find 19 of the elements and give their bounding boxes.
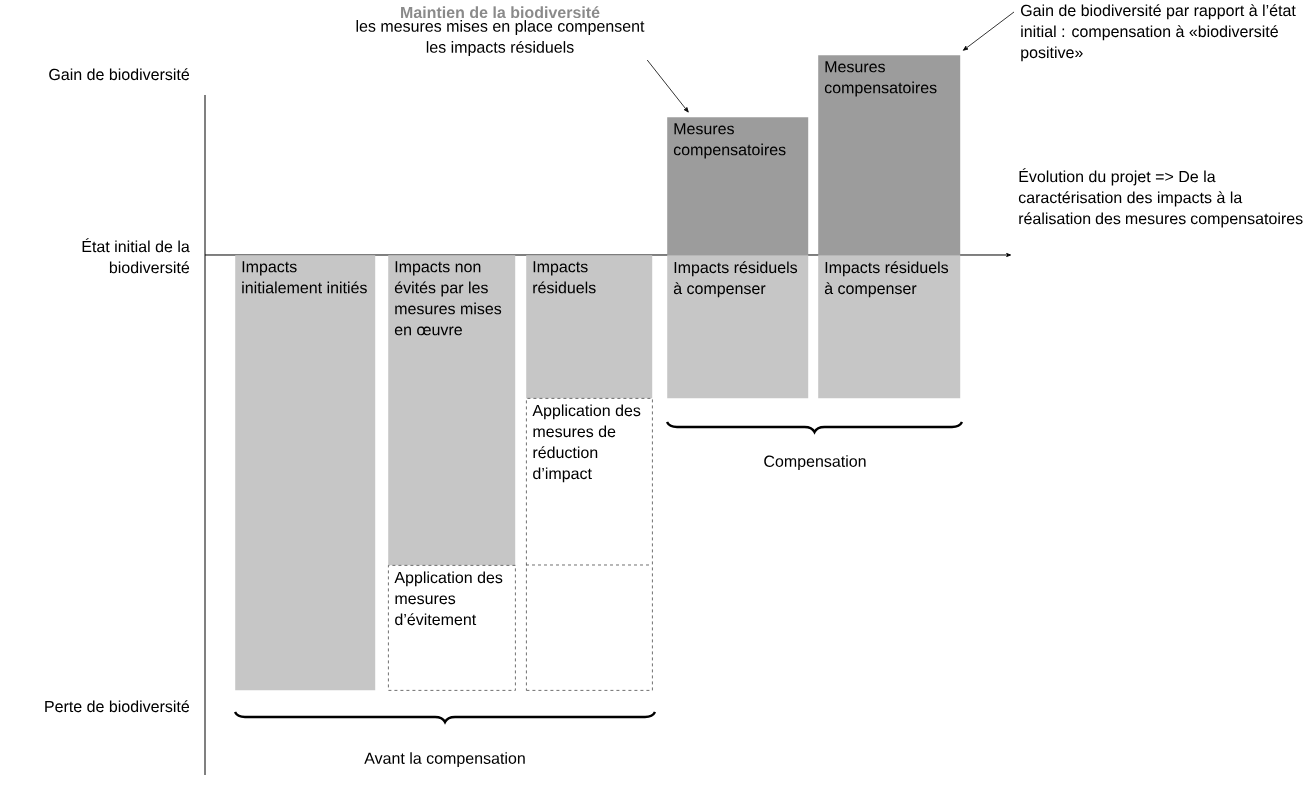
impact-bar: Impacts non évités par les mesures mises en œuvre [388,255,516,566]
axis-label: État initial de la biodiversité [82,238,190,274]
axis-label: Gain de biodiversité [49,68,190,81]
impact-bar: Impacts résiduels [526,255,653,399]
impact-bar: Impacts initialement initiés [235,255,376,691]
callout-text: Gain de biodiversité par rapport à l’état initial : compensation à «biodiversité positive» [1021,4,1296,62]
arrow [962,11,1015,51]
impact-bar: Impacts résiduels à compenser [818,255,961,399]
brace-label: Avant la compensation [364,752,525,768]
dashed-box: Application des mesures de réduction d’impact [526,398,653,691]
arrow [646,59,689,113]
axis-label: Perte de biodiversité [45,700,190,713]
impact-bar: Impacts résiduels à compenser [667,255,809,399]
brace-label: Compensation [764,455,866,471]
measure-bar: Mesures compensatoires [818,55,961,256]
axis-caption: Évolution du projet => De la caractérisation des impacts à la réalisation des mesures compensatoires [1018,168,1303,228]
measure-bar: Mesures compensatoires [667,117,809,256]
callout-text: Maintien de la biodiversité les mesures mises en place compensent les impacts résiduels [356,6,645,56]
dashed-box: Application des mesures d’évitement [388,565,516,691]
